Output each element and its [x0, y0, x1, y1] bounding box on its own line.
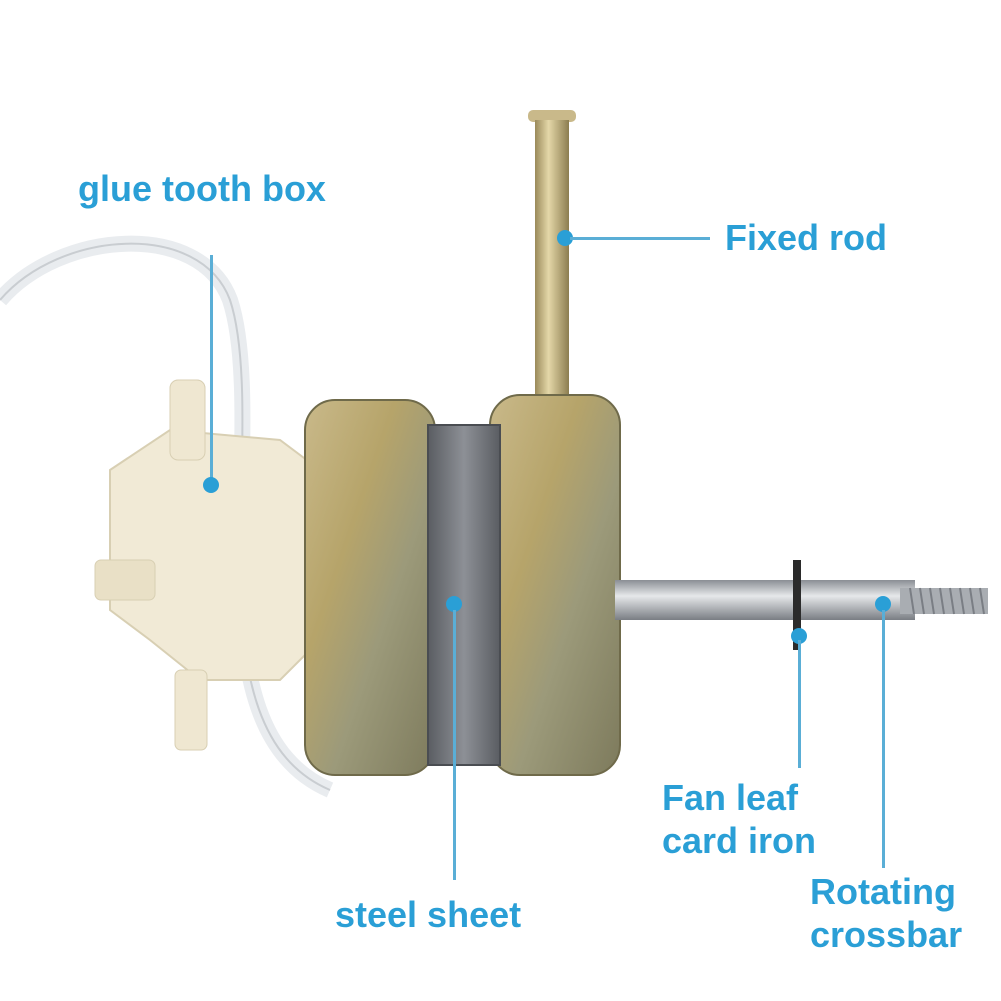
label-rotating-line2: crossbar	[810, 914, 963, 956]
label-rotating-line1: Rotating	[810, 871, 956, 912]
callout-dot-steel-sheet	[446, 596, 462, 612]
label-glue-tooth-box: glue tooth box	[78, 168, 326, 209]
callout-line-rotating-crossbar	[882, 610, 885, 868]
callout-line-glue-tooth-box	[210, 255, 213, 485]
callout-line-fixed-rod	[570, 237, 710, 240]
callout-line-steel-sheet	[453, 610, 456, 880]
label-rotating-crossbar: Rotating crossbar	[810, 870, 962, 956]
label-fan-leaf-line2: card iron	[662, 820, 817, 862]
label-fan-leaf-line1: Fan leaf	[662, 777, 799, 818]
label-fan-leaf-card-iron: Fan leaf card iron	[662, 776, 816, 862]
label-fixed-rod: Fixed rod	[725, 217, 888, 258]
label-steel-sheet: steel sheet	[335, 894, 522, 935]
callout-line-fan-leaf-card-iron	[798, 640, 801, 768]
callout-dot-fan-leaf-card-iron	[791, 628, 807, 644]
callout-dot-fixed-rod	[557, 230, 573, 246]
callout-dot-rotating-crossbar	[875, 596, 891, 612]
callout-dot-glue-tooth-box	[203, 477, 219, 493]
